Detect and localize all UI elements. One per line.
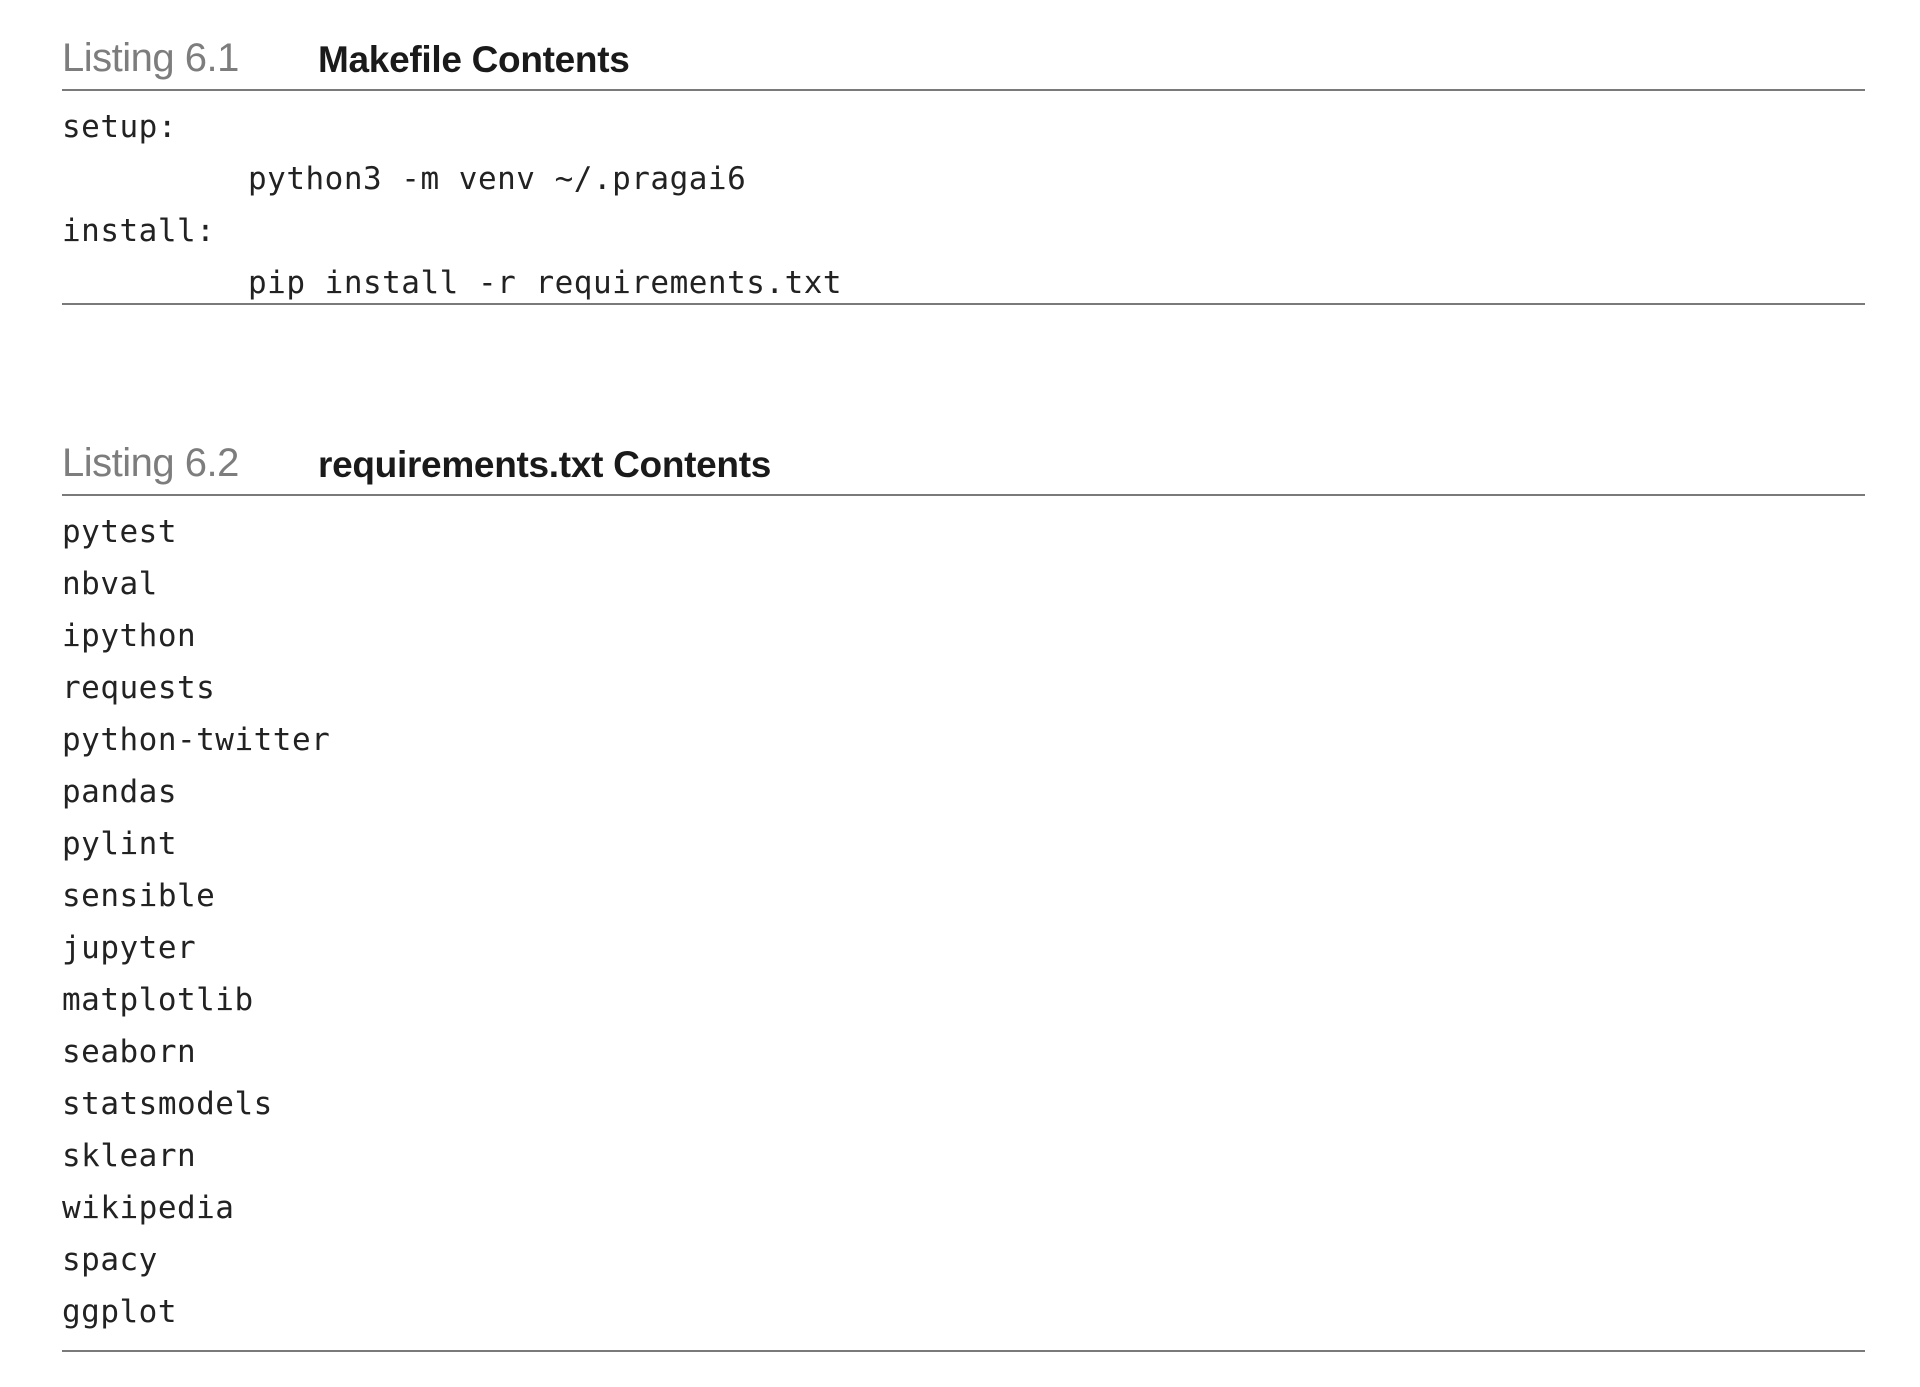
listing-title: requirements.txt Contents — [318, 444, 772, 485]
code-line: ggplot — [62, 1294, 177, 1330]
code-block: setup: python3 -m venv ~/.pragai6 instal… — [62, 91, 1865, 305]
code-line: pytest — [62, 514, 177, 550]
code-line: statsmodels — [62, 1086, 273, 1122]
code-line: pylint — [62, 826, 177, 862]
code-line: matplotlib — [62, 982, 254, 1018]
listing-number: Listing 6.1 — [62, 36, 239, 80]
code-line: sklearn — [62, 1138, 197, 1174]
code-line: python3 -m venv ~/.pragai6 — [248, 161, 747, 197]
code-line: jupyter — [62, 930, 197, 966]
code-block: pytest nbval ipython requests python-twi… — [62, 496, 1865, 1352]
listing-title: Makefile Contents — [318, 39, 630, 80]
code-line: ipython — [62, 618, 197, 654]
code-line: python-twitter — [62, 722, 331, 758]
code-line: spacy — [62, 1242, 158, 1278]
code-line: setup: — [62, 109, 177, 145]
listing-number: Listing 6.2 — [62, 441, 239, 485]
listing-makefile: Listing 6.1 Makefile Contents setup: pyt… — [62, 33, 1865, 305]
code-line: wikipedia — [62, 1190, 235, 1226]
code-line: pandas — [62, 774, 177, 810]
code-line: nbval — [62, 566, 158, 602]
code-line: seaborn — [62, 1034, 197, 1070]
code-line: pip install -r requirements.txt — [248, 265, 843, 301]
listing-header: Listing 6.1 Makefile Contents — [62, 33, 1865, 91]
listing-header: Listing 6.2 requirements.txt Contents — [62, 438, 1865, 496]
listing-requirements: Listing 6.2 requirements.txt Contents py… — [62, 438, 1865, 1352]
code-line: requests — [62, 670, 216, 706]
code-line: install: — [62, 213, 216, 249]
code-line: sensible — [62, 878, 216, 914]
